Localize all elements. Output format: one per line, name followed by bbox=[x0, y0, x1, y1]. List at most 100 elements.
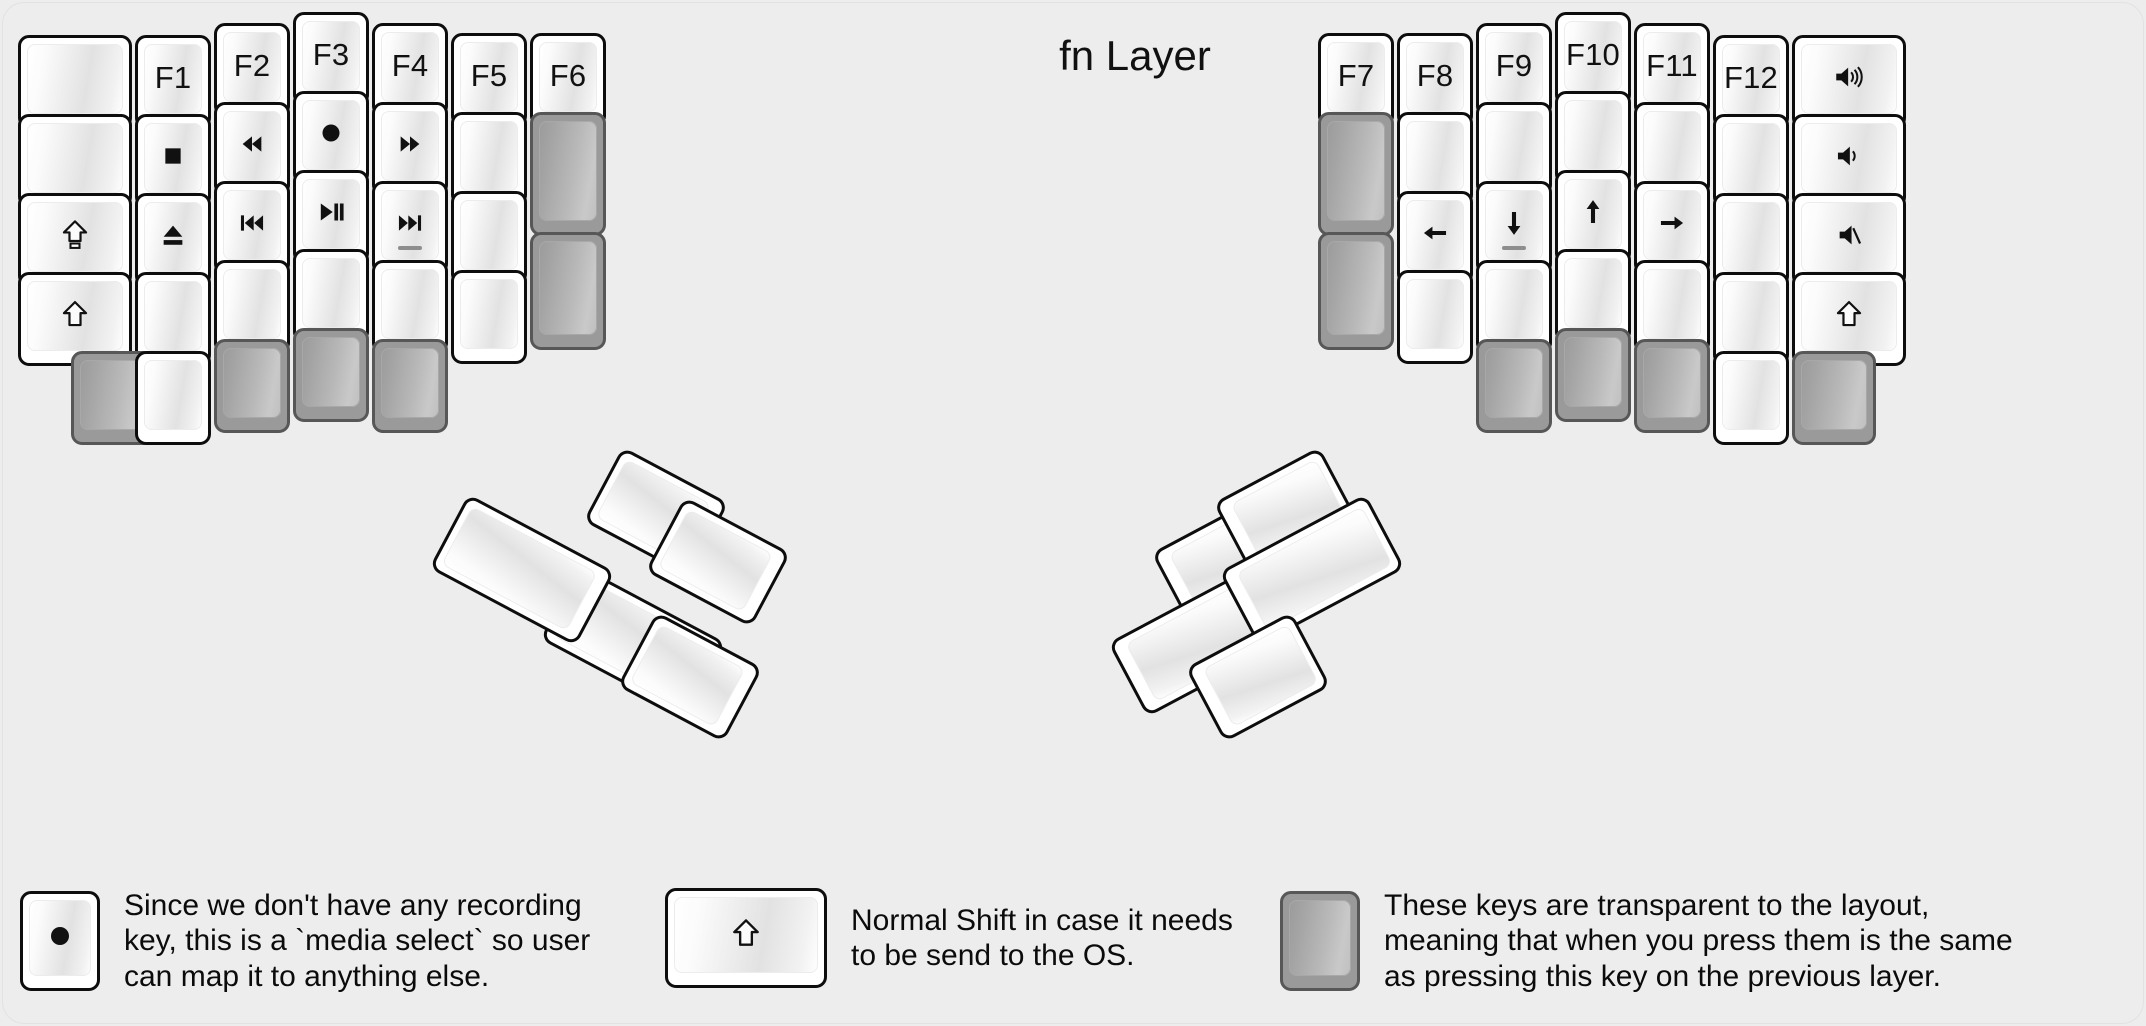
key-face bbox=[302, 258, 360, 328]
key-face bbox=[27, 44, 123, 114]
right-r5-c4-trans[interactable] bbox=[1555, 328, 1631, 422]
left-r1-c3-f2[interactable]: F2 bbox=[214, 23, 290, 117]
arrow-down-icon bbox=[1507, 211, 1521, 235]
homing-bar bbox=[398, 246, 422, 250]
right-r5-c6-blank[interactable] bbox=[1713, 351, 1789, 445]
volume-down-icon bbox=[1837, 146, 1856, 166]
left-r5-c5-trans[interactable] bbox=[372, 339, 448, 433]
left-r5-c4-trans[interactable] bbox=[293, 328, 369, 422]
right-r4-c7-shift[interactable] bbox=[1792, 272, 1906, 366]
key-face bbox=[1485, 269, 1543, 339]
key-face bbox=[302, 21, 360, 91]
right-r2-c3-blank[interactable] bbox=[1476, 102, 1552, 196]
right-r3-c5-arrowright[interactable] bbox=[1634, 181, 1710, 275]
right-r5-c5-trans[interactable] bbox=[1634, 339, 1710, 433]
legend-transparent-keys: These keys are transparent to the layout… bbox=[1280, 888, 2013, 994]
media-play-pause-icon bbox=[320, 203, 344, 221]
left-r3-c1-capslock[interactable] bbox=[18, 193, 132, 287]
key-legend bbox=[314, 116, 348, 150]
left-r4-c6-blank[interactable] bbox=[451, 270, 527, 364]
right-r4-c4-blank[interactable] bbox=[1555, 249, 1631, 343]
right-r1-c6-f12[interactable]: F12 bbox=[1713, 35, 1789, 129]
left-r4-c4-blank[interactable] bbox=[293, 249, 369, 343]
left-r1-c5-f4[interactable]: F4 bbox=[372, 23, 448, 117]
key-face bbox=[1643, 269, 1701, 339]
right-r5-c3-trans[interactable] bbox=[1476, 339, 1552, 433]
left-r1-c6-f5[interactable]: F5 bbox=[451, 33, 527, 127]
left-r2-c7-trans-tall[interactable] bbox=[530, 112, 606, 236]
left-r2-c1-blank[interactable] bbox=[18, 114, 132, 208]
left-r3-c5-nexttrack[interactable] bbox=[372, 181, 448, 275]
key-legend: F4 bbox=[391, 47, 429, 83]
right-r2-c4-blank[interactable] bbox=[1555, 91, 1631, 185]
left-r2-c2-stop[interactable] bbox=[135, 114, 211, 208]
key-legend bbox=[1832, 297, 1866, 331]
media-prev-track-icon bbox=[240, 215, 264, 231]
left-r4-c5-blank[interactable] bbox=[372, 260, 448, 354]
left-r1-c2-f1[interactable]: F1 bbox=[135, 35, 211, 129]
key-face bbox=[1643, 111, 1701, 181]
key-legend bbox=[1832, 218, 1866, 252]
right-r2-c1-trans-tall[interactable] bbox=[1318, 112, 1394, 236]
key-face bbox=[539, 121, 597, 221]
left-r3-c3-prevtrack[interactable] bbox=[214, 181, 290, 275]
left-r4-c1-shift[interactable] bbox=[18, 272, 132, 366]
right-r3-c7-mute[interactable] bbox=[1792, 193, 1906, 287]
right-r3-c6-blank[interactable] bbox=[1713, 193, 1789, 287]
right-r4-c2-blank[interactable] bbox=[1397, 270, 1473, 364]
left-r3-c7-trans-tall2[interactable] bbox=[530, 232, 606, 350]
key-face bbox=[1564, 21, 1622, 91]
key-face bbox=[1485, 348, 1543, 418]
arrow-right-icon bbox=[1660, 216, 1684, 230]
key-legend: F7 bbox=[1337, 57, 1375, 93]
left-r1-c1-blank[interactable] bbox=[18, 35, 132, 129]
left-r2-c4-record[interactable] bbox=[293, 91, 369, 185]
left-r1-c7-f6[interactable]: F6 bbox=[530, 33, 606, 127]
right-r2-c5-blank[interactable] bbox=[1634, 102, 1710, 196]
key-legend: F9 bbox=[1495, 47, 1533, 83]
right-r3-c4-arrowup[interactable] bbox=[1555, 170, 1631, 264]
right-r5-c7-trans[interactable] bbox=[1792, 351, 1876, 445]
left-r2-c5-fastforward[interactable] bbox=[372, 102, 448, 196]
key-legend: F6 bbox=[549, 57, 587, 93]
key-face bbox=[1327, 42, 1385, 112]
key-face bbox=[1406, 279, 1464, 349]
right-r4-c6-blank[interactable] bbox=[1713, 272, 1789, 366]
right-r2-c2-blank[interactable] bbox=[1397, 112, 1473, 206]
right-r1-c1-f7[interactable]: F7 bbox=[1318, 33, 1394, 127]
right-r1-c2-f8[interactable]: F8 bbox=[1397, 33, 1473, 127]
legend-normal-shift-text: Normal Shift in case it needs to be send… bbox=[851, 903, 1233, 972]
media-stop-icon bbox=[165, 148, 181, 164]
key-face bbox=[144, 202, 202, 272]
key-legend: F1 bbox=[154, 59, 192, 95]
left-r5-c2-blank[interactable] bbox=[135, 351, 211, 445]
left-r2-c3-rewind[interactable] bbox=[214, 102, 290, 196]
key-legend bbox=[314, 195, 348, 229]
page-title: fn Layer bbox=[1059, 32, 1211, 79]
shift-arrow-icon bbox=[733, 919, 759, 946]
right-r1-c7-volup[interactable] bbox=[1792, 35, 1906, 129]
right-r1-c5-f11[interactable]: F11 bbox=[1634, 23, 1710, 117]
right-r1-c4-f10[interactable]: F10 bbox=[1555, 12, 1631, 106]
right-r3-c1-trans-tall2[interactable] bbox=[1318, 232, 1394, 350]
key-face bbox=[144, 360, 202, 430]
key-face bbox=[1722, 281, 1780, 351]
left-r3-c6-blank[interactable] bbox=[451, 191, 527, 285]
key-face bbox=[1564, 100, 1622, 170]
left-r5-c3-trans[interactable] bbox=[214, 339, 290, 433]
left-r3-c2-eject[interactable] bbox=[135, 193, 211, 287]
key-legend bbox=[728, 915, 764, 951]
key-face bbox=[1406, 121, 1464, 191]
key-face bbox=[1801, 44, 1897, 114]
key-legend: F3 bbox=[312, 36, 350, 72]
key-legend: F5 bbox=[470, 57, 508, 93]
left-r3-c4-playpause[interactable] bbox=[293, 170, 369, 264]
right-r4-c3-blank[interactable] bbox=[1476, 260, 1552, 354]
left-r4-c3-blank[interactable] bbox=[214, 260, 290, 354]
right-r3-c3-arrowdown[interactable] bbox=[1476, 181, 1552, 275]
right-r4-c5-blank[interactable] bbox=[1634, 260, 1710, 354]
right-r3-c2-arrowleft[interactable] bbox=[1397, 191, 1473, 285]
left-r4-c2-blank[interactable] bbox=[135, 272, 211, 366]
right-r1-c3-f9[interactable]: F9 bbox=[1476, 23, 1552, 117]
